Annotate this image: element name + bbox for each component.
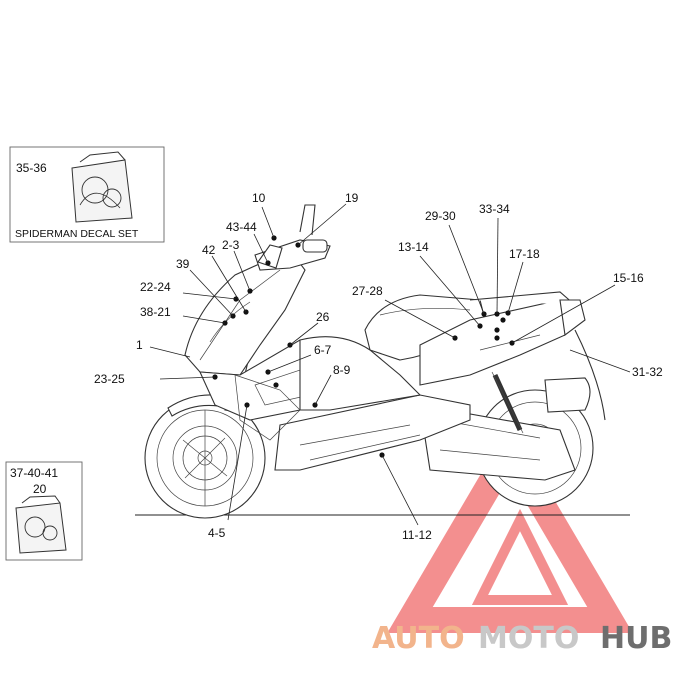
callout-label: 1: [136, 338, 143, 352]
callout-label: 23-25: [94, 372, 125, 386]
callout-label: 27-28: [352, 284, 383, 298]
watermark-part-1: AUTO: [372, 621, 465, 656]
callout-label: 17-18: [509, 247, 540, 261]
callout-labels: 10 19 43-44 2-3 42 39 22-24 38-21 1 23-2…: [94, 191, 663, 542]
scooter-illustration: [144, 204, 606, 519]
callout-label: 29-30: [425, 209, 456, 223]
callout-label: 2-3: [222, 238, 240, 252]
callout-label: 19: [345, 191, 359, 205]
leader-lines: [149, 203, 631, 526]
kit-labels: 35-36 SPIDERMAN DECAL SET 37-40-41 20: [10, 161, 139, 496]
callout-label: 4-5: [208, 526, 226, 540]
callout-label: 22-24: [140, 280, 171, 294]
callout-label: 42: [202, 243, 216, 257]
callout-label: 43-44: [226, 220, 257, 234]
kit-label-bottom: 37-40-41: [10, 466, 58, 480]
callout-label: 26: [316, 310, 330, 324]
callout-label: 38-21: [140, 305, 171, 319]
watermark-part-3: HUB: [600, 621, 672, 656]
decal-kit-box-bottom: [5, 461, 83, 561]
kit-label-bottom-2: 20: [33, 482, 47, 496]
callout-label: 6-7: [314, 343, 332, 357]
kit-caption-top: SPIDERMAN DECAL SET: [15, 228, 139, 240]
callout-label: 33-34: [479, 202, 510, 216]
callout-label: 31-32: [632, 365, 663, 379]
callout-label: 13-14: [398, 240, 429, 254]
callout-label: 39: [176, 257, 190, 271]
decal-kit-box-top: [9, 146, 165, 243]
watermark-logo: [387, 424, 633, 633]
kit-label-top: 35-36: [16, 161, 47, 175]
callout-label: 15-16: [613, 271, 644, 285]
callout-label: 10: [252, 191, 266, 205]
watermark-part-2: MOTO: [478, 621, 579, 656]
watermark-text: AUTO MOTO HUB: [372, 621, 672, 656]
callout-label: 11-12: [402, 528, 432, 542]
callout-label: 8-9: [333, 363, 351, 377]
